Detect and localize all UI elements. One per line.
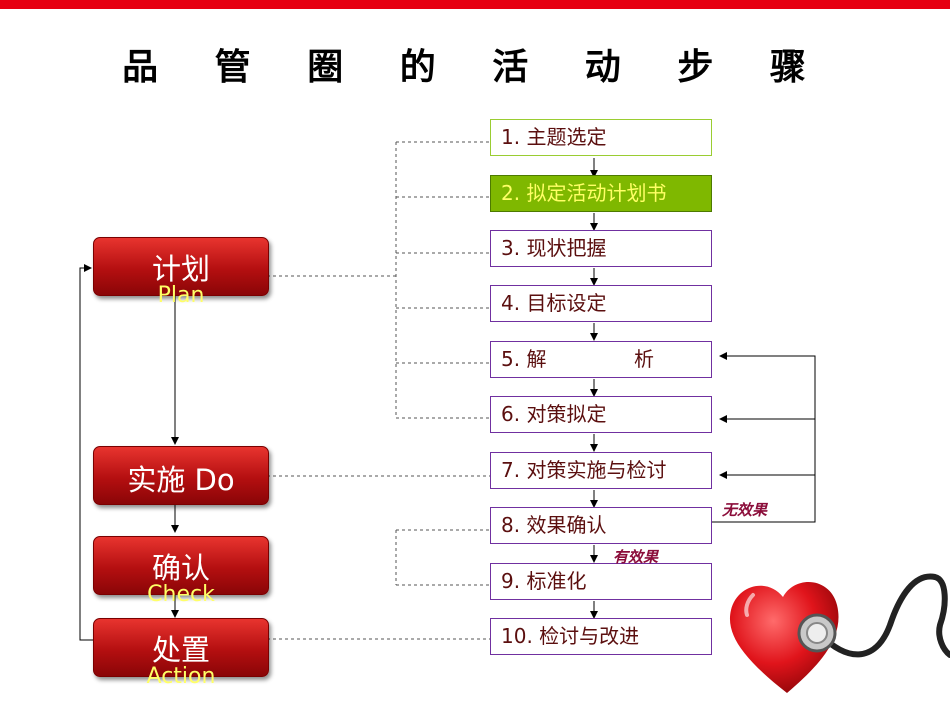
phase-do-label: 实施 Do (127, 463, 235, 497)
step-4: 4. 目标设定 (490, 285, 712, 322)
note-no-effect: 无效果 (722, 501, 768, 519)
heart-stethoscope-icon (729, 573, 950, 693)
step-8: 8. 效果确认 (490, 507, 712, 544)
step-6: 6. 对策拟定 (490, 396, 712, 433)
phase-action-zh: 处置 (151, 633, 210, 667)
page-title: 品 管 圈 的 活 动 步 骤 (122, 47, 828, 88)
phase-check-zh: 确认 (151, 551, 210, 585)
step-5: 5. 解 析 (490, 341, 712, 378)
phase-check-en: Check (147, 582, 215, 607)
phase-check: 确认 Check (93, 536, 269, 607)
note-effect: 有效果 (613, 548, 659, 566)
phase-action-en: Action (146, 664, 216, 689)
step-2: 2. 拟定活动计划书 (490, 175, 712, 212)
step-9: 9. 标准化 (490, 563, 712, 600)
top-red-bar (0, 0, 950, 9)
phase-plan: 计划 Plan (93, 237, 269, 308)
step-1: 1. 主题选定 (490, 119, 712, 156)
step-7: 7. 对策实施与检讨 (490, 452, 712, 489)
step-5-label-b: 析 (634, 347, 654, 371)
step-3: 3. 现状把握 (490, 230, 712, 267)
phase-action: 处置 Action (93, 618, 269, 689)
step-10: 10. 检讨与改进 (490, 618, 712, 655)
step-5-label-a: 5. 解 (501, 347, 547, 371)
phase-plan-zh: 计划 (151, 252, 210, 286)
phase-plan-en: Plan (157, 283, 205, 308)
phase-do: 实施 Do (93, 446, 269, 505)
